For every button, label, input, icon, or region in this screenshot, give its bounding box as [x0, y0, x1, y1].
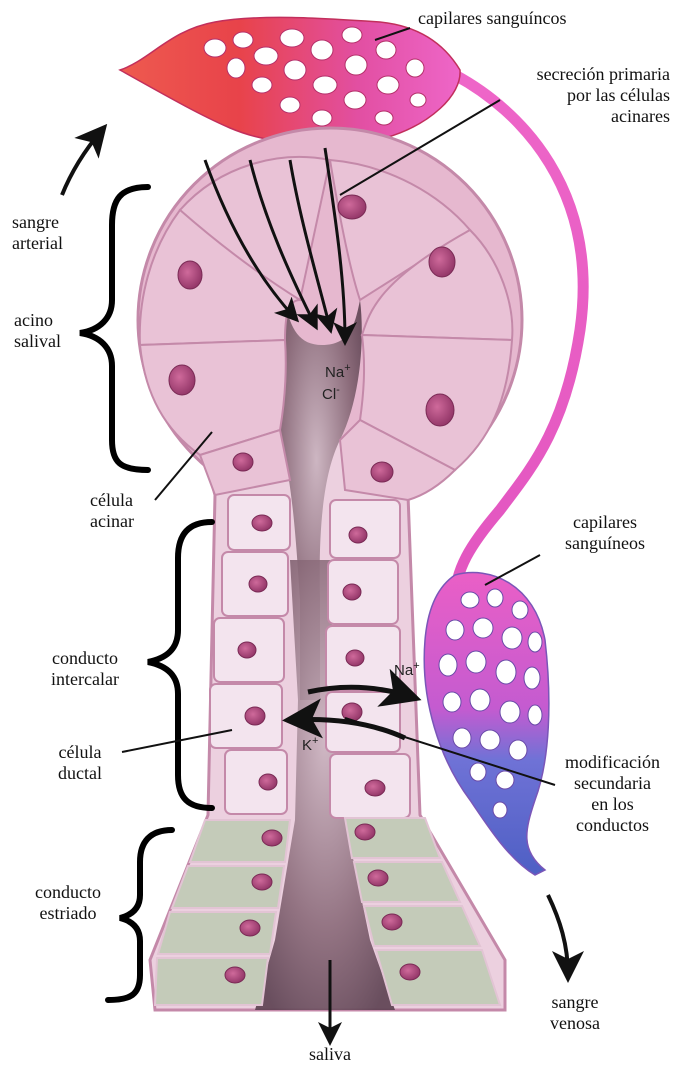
nucleus	[365, 780, 385, 796]
label-line: arterial	[12, 233, 63, 254]
nucleus	[349, 527, 367, 543]
nucleus	[371, 462, 393, 482]
ion-symbol: Na	[325, 364, 344, 381]
ductal-cell	[328, 560, 398, 624]
label-line: conducto	[30, 648, 140, 669]
label-acinar-cell: célula acinar	[90, 490, 134, 532]
label-line: ductal	[30, 763, 130, 784]
ductal-cell	[225, 750, 287, 814]
ion-charge: +	[344, 362, 350, 374]
label-saliva: saliva	[290, 1044, 370, 1065]
label-line: acino	[14, 310, 61, 331]
label-line: acinar	[90, 511, 134, 532]
intercalar-bracket	[148, 522, 212, 808]
nucleus	[429, 247, 455, 277]
nucleus	[426, 394, 454, 426]
label-line: sangre	[12, 212, 63, 233]
ion-charge: +	[312, 735, 318, 747]
ion-symbol: Cl	[322, 386, 336, 403]
label-line: por las células	[490, 85, 670, 106]
label-intercalated-duct: conducto intercalar	[30, 648, 140, 690]
nucleus	[338, 195, 366, 219]
venous-arrow	[548, 895, 568, 975]
label-line: sanguíneos	[545, 533, 665, 554]
label-line: salival	[14, 331, 61, 352]
label-line: estriado	[18, 903, 118, 924]
label-line: venosa	[530, 1013, 620, 1034]
label-arterial-blood: sangre arterial	[12, 212, 63, 254]
label-line: capilares	[545, 512, 665, 533]
label-ductal-cell: célula ductal	[30, 742, 130, 784]
nucleus	[252, 515, 272, 531]
nucleus	[252, 874, 272, 890]
ductal-cell	[330, 500, 400, 558]
striated-cell	[364, 906, 480, 946]
ion-na-duct: Na+	[394, 660, 420, 679]
nucleus	[259, 774, 277, 790]
label-primary-secretion: secreción primaria por las células acina…	[490, 64, 670, 127]
ion-na-acinus: Na+	[325, 362, 351, 381]
label-salivary-acinus: acino salival	[14, 310, 61, 352]
ion-symbol: Na	[394, 662, 413, 679]
label-line: secreción primaria	[490, 64, 670, 85]
label-line: modificación	[550, 752, 675, 773]
top-capillary-bed	[120, 17, 460, 144]
nucleus	[178, 261, 202, 289]
arterial-arrow	[62, 130, 102, 195]
label-line: conducto	[18, 882, 118, 903]
ductal-cells-right	[326, 500, 410, 818]
label-line: sangre	[530, 992, 620, 1013]
ion-cl-acinus: Cl-	[322, 384, 340, 403]
label-line: acinares	[490, 106, 670, 127]
label-line: secundaria	[550, 773, 675, 794]
striated-cell	[155, 958, 268, 1005]
bottom-capillary-bed	[424, 573, 549, 875]
label-capillaries-bottom: capilares sanguíneos	[545, 512, 665, 554]
nucleus	[368, 870, 388, 886]
leader-capillaries-bottom	[485, 555, 540, 585]
nucleus	[343, 584, 361, 600]
label-secondary-modification: modificación secundaria en los conductos	[550, 752, 675, 836]
ion-charge: +	[413, 660, 419, 672]
nucleus	[225, 967, 245, 983]
label-line: conductos	[550, 815, 675, 836]
nucleus	[382, 914, 402, 930]
striated-cell	[376, 950, 500, 1005]
label-line: célula	[90, 490, 134, 511]
nucleus	[233, 453, 253, 471]
nucleus	[249, 576, 267, 592]
label-venous-blood: sangre venosa	[530, 992, 620, 1034]
nucleus	[400, 964, 420, 980]
nucleus	[240, 920, 260, 936]
ion-symbol: K	[302, 737, 312, 754]
label-line: célula	[30, 742, 130, 763]
nucleus	[262, 830, 282, 846]
label-line: intercalar	[30, 669, 140, 690]
label-striated-duct: conducto estriado	[18, 882, 118, 924]
nucleus	[245, 707, 265, 725]
ion-charge: -	[336, 384, 340, 396]
label-capillaries-top: capilares sanguíncos	[418, 8, 566, 29]
nucleus	[169, 365, 195, 395]
label-line: en los	[550, 794, 675, 815]
ion-k-duct: K+	[302, 735, 318, 754]
nucleus	[355, 824, 375, 840]
nucleus	[346, 650, 364, 666]
nucleus	[238, 642, 256, 658]
